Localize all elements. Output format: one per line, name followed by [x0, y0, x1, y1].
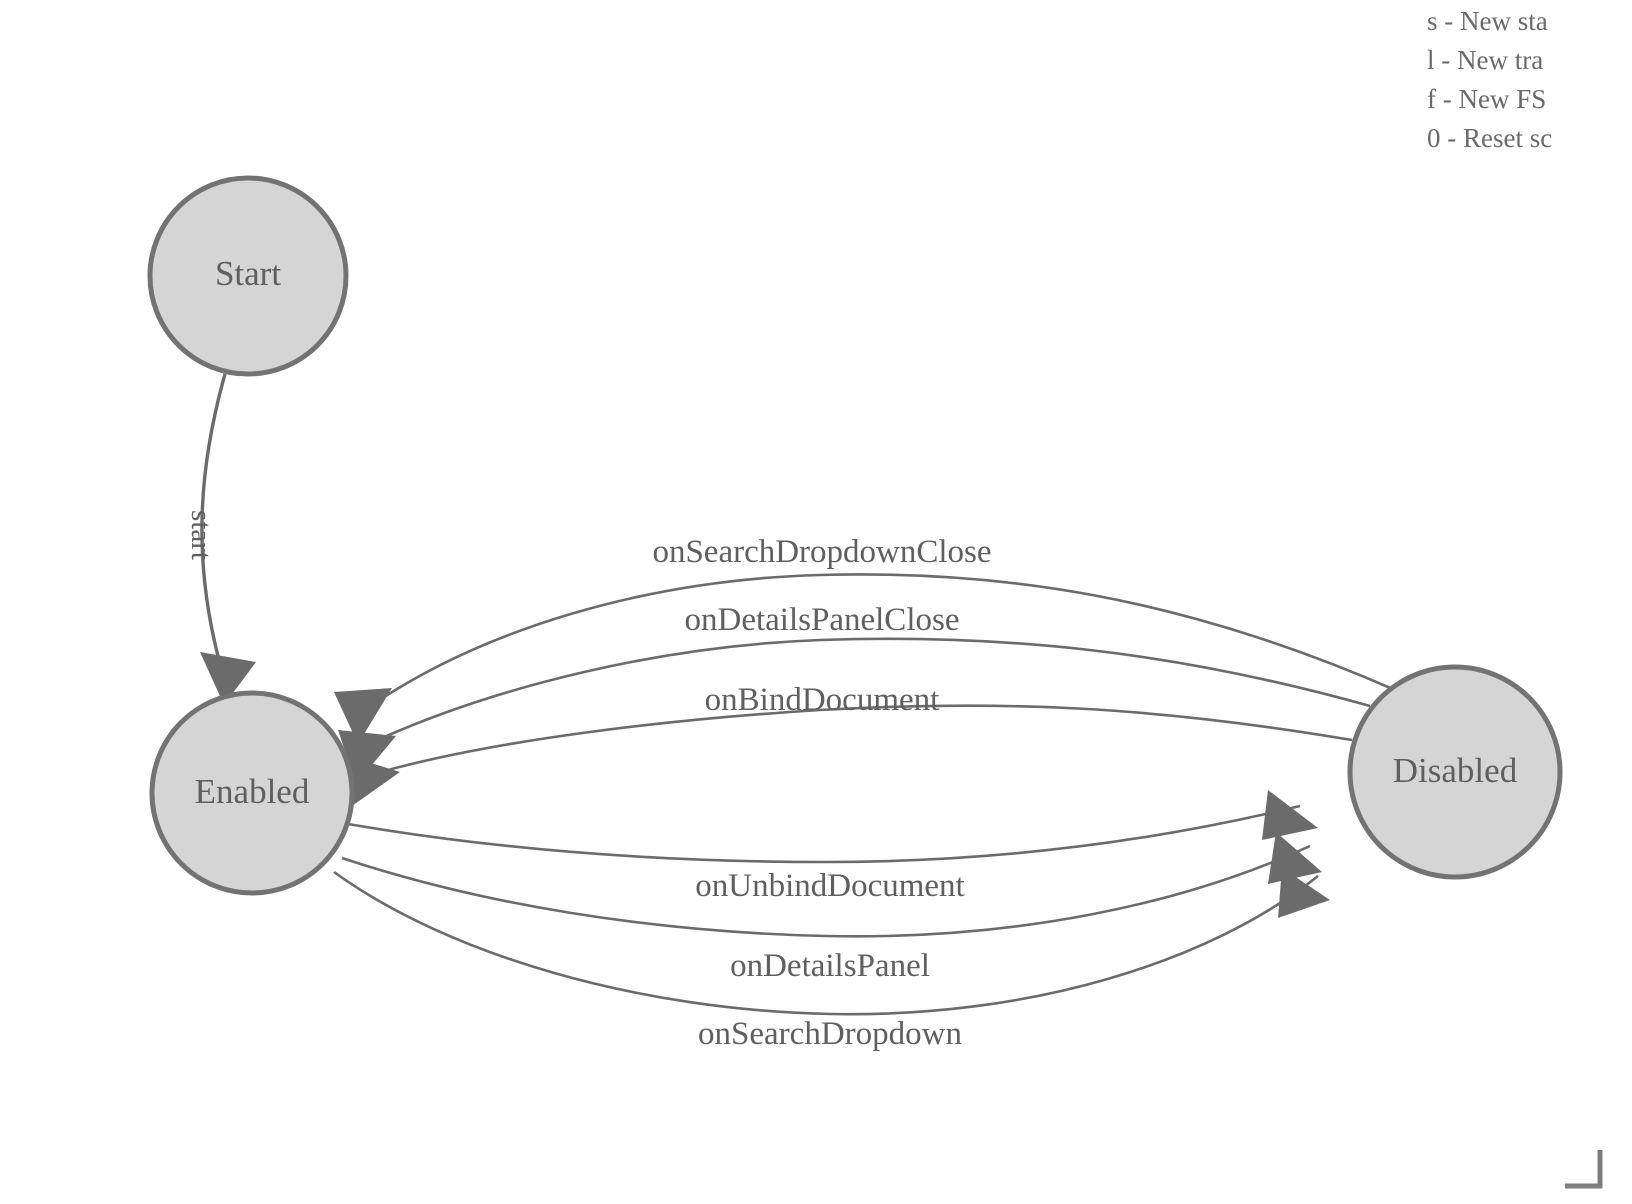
- edge-on-details-panel-label: onDetailsPanel: [730, 948, 930, 984]
- edge-on-search-dropdown[interactable]: onSearchDropdown: [333, 868, 1330, 1052]
- edge-on-bind-document[interactable]: onBindDocument: [348, 682, 1353, 806]
- edge-start-label: start: [185, 510, 217, 560]
- help-line-new-fsm: f - New FS: [1427, 84, 1547, 114]
- edge-start-path: [200, 373, 227, 661]
- edge-on-search-dropdown-close-path: [371, 573, 1396, 707]
- edge-start[interactable]: start: [185, 373, 256, 705]
- node-start[interactable]: Start: [147, 175, 349, 377]
- node-disabled[interactable]: Disabled: [1347, 664, 1563, 880]
- node-disabled-label: Disabled: [1393, 751, 1518, 790]
- edge-on-search-dropdown-close-label: onSearchDropdownClose: [652, 534, 991, 570]
- resize-corner-handle[interactable]: [1565, 1150, 1603, 1189]
- help-legend: s - New sta l - New tra f - New FS 0 - R…: [1427, 0, 1632, 158]
- edge-on-unbind-document[interactable]: onUnbindDocument: [347, 790, 1318, 904]
- node-start-label: Start: [215, 254, 281, 293]
- node-enabled[interactable]: Enabled: [149, 690, 355, 896]
- edge-on-search-dropdown-arrowhead: [1278, 868, 1330, 918]
- edge-on-bind-document-label: onBindDocument: [705, 682, 940, 718]
- help-line-new-transition: l - New tra: [1427, 45, 1544, 75]
- help-line-new-state: s - New sta: [1427, 6, 1548, 36]
- node-enabled-circle[interactable]: [149, 690, 355, 896]
- node-start-circle[interactable]: [147, 175, 349, 377]
- edge-on-details-panel-close-path: [381, 637, 1371, 740]
- edge-on-search-dropdown-path: [333, 870, 1319, 1016]
- edge-on-bind-document-path: [387, 704, 1353, 772]
- edge-on-details-panel-close[interactable]: onDetailsPanelClose: [338, 602, 1371, 784]
- edge-on-details-panel-arrowhead: [1268, 832, 1322, 884]
- edge-on-unbind-document-label: onUnbindDocument: [695, 868, 964, 904]
- edge-on-details-panel[interactable]: onDetailsPanel: [341, 832, 1322, 984]
- edge-on-bind-document-arrowhead: [348, 756, 400, 806]
- edge-on-search-dropdown-label: onSearchDropdown: [698, 1016, 962, 1052]
- help-line-reset-scene: 0 - Reset sc: [1427, 123, 1553, 153]
- edge-on-details-panel-path: [341, 844, 1311, 938]
- edge-on-unbind-document-arrowhead: [1262, 790, 1318, 840]
- edge-on-details-panel-close-label: onDetailsPanelClose: [685, 602, 960, 638]
- node-enabled-label: Enabled: [195, 772, 310, 811]
- edge-start-arrowhead: [200, 652, 256, 705]
- node-disabled-circle[interactable]: [1347, 664, 1563, 880]
- edge-on-unbind-document-path: [347, 804, 1301, 864]
- edge-on-search-dropdown-close[interactable]: onSearchDropdownClose: [334, 534, 1396, 744]
- edge-on-search-dropdown-close-arrowhead: [334, 688, 392, 744]
